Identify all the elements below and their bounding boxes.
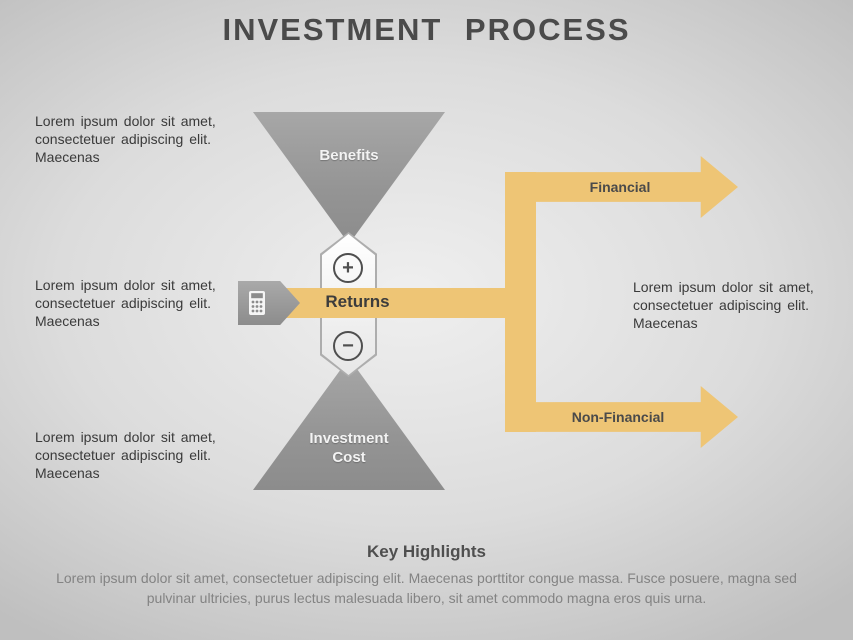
minus-circle-icon: − bbox=[333, 331, 363, 361]
note-left-top: Lorem ipsum dolor sit amet, consectetuer… bbox=[35, 113, 216, 165]
benefits-triangle bbox=[253, 112, 445, 244]
returns-label: Returns bbox=[325, 292, 390, 311]
financial-label: Financial bbox=[589, 179, 651, 195]
page-title: INVESTMENT PROCESS bbox=[222, 12, 631, 47]
non-financial-label: Non-Financial bbox=[571, 409, 665, 425]
investment-cost-label: Investment Cost bbox=[309, 430, 389, 466]
investment-cost-triangle bbox=[253, 358, 445, 490]
minus-glyph: − bbox=[342, 335, 354, 357]
key-highlights-body: Lorem ipsum dolor sit amet, consectetuer… bbox=[56, 570, 797, 606]
key-highlights-heading: Key Highlights bbox=[366, 542, 486, 561]
plus-circle-icon: + bbox=[333, 253, 363, 283]
note-left-bottom: Lorem ipsum dolor sit amet, consectetuer… bbox=[35, 429, 216, 481]
note-right-middle: Lorem ipsum dolor sit amet, consectetuer… bbox=[633, 279, 814, 331]
returns-band bbox=[262, 288, 512, 318]
plus-glyph: + bbox=[342, 257, 354, 279]
note-left-middle: Lorem ipsum dolor sit amet, consectetuer… bbox=[35, 277, 216, 329]
benefits-label: Benefits bbox=[319, 147, 379, 164]
flow-vertical-connector bbox=[505, 172, 536, 432]
calculator-icon bbox=[249, 291, 265, 315]
